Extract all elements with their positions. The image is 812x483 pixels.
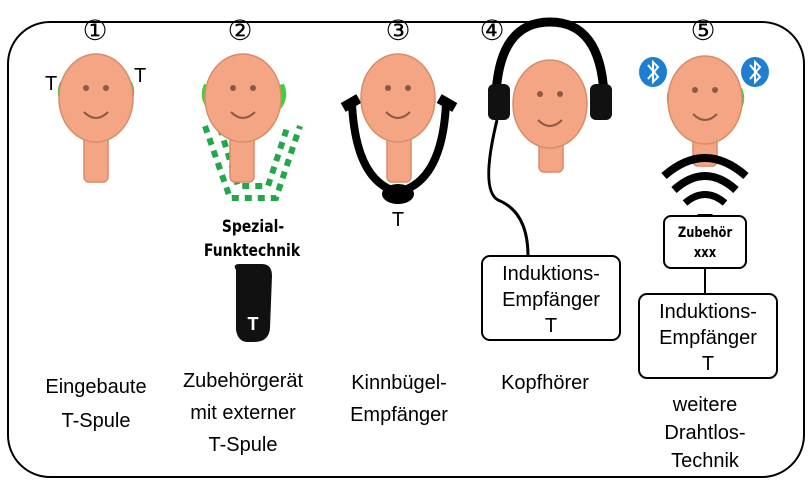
panel-4: ④ Induktions- Empfänger T [479,14,620,340]
panel-1-caption-line1: Eingebaute [26,374,166,400]
panel-3-head [361,54,435,142]
panel-3-caption-line2: Empfänger [340,402,458,428]
panel-3: ③ T [341,14,458,231]
panel-2-label-line2: Funktechnik [186,238,317,264]
panel-3-t-label: T [392,209,404,231]
panel-5-head [668,56,742,144]
panel-1-right-t-label: T [134,65,146,87]
panel-4-caption-line1: Kopfhörer [480,370,610,396]
panel-4-right-earcup [590,84,612,120]
panel-4-box-line1: Induktions- [502,263,600,285]
panel-2-number: ② [227,14,252,47]
panel-5-accessory-line2: xxx [668,244,742,262]
panel-2-caption-line2: mit externer [170,400,316,426]
panel-5-caption-line3: Technik [640,448,770,474]
panel-4-number: ④ [479,14,504,47]
panel-5: ⑤ Induktions- Empfänger T [639,14,777,378]
panel-5-wireless-icon [664,158,746,222]
panel-3-number: ③ [385,14,410,47]
panel-5-box-line1: Induktions- [659,301,757,323]
panel-1: ① T T [45,14,146,182]
panel-2-device-t: T [248,314,259,334]
panel-4-left-earcup [488,84,510,120]
panel-2-caption-line1: Zubehörgerät [170,368,316,394]
panel-5-accessory-line1: Zubehör [668,224,742,242]
panel-1-head [59,54,133,142]
panel-1-caption-line2: T-Spule [26,408,166,434]
panel-5-left-bluetooth-icon [639,57,667,87]
panel-4-cable [489,120,528,256]
panel-4-box-line2: Empfänger [502,289,600,311]
panel-5-caption-line1: weitere [640,392,770,418]
panel-5-box-line2: Empfänger [659,327,757,349]
panel-2-label-line1: Spezial- [200,214,307,240]
panel-2-caption-line3: T-Spule [170,432,316,458]
panel-4-head [513,60,587,148]
panel-2-head [205,54,281,142]
panel-5-number: ⑤ [690,14,715,47]
panel-5-caption-line2: Drahtlos- [640,420,770,446]
panel-5-box-line3: T [702,353,714,375]
panel-1-number: ① [82,14,107,47]
panel-3-caption-line1: Kinnbügel- [340,370,458,396]
panel-3-receiver-pod [382,184,414,204]
panel-4-box-line3: T [545,315,557,337]
panel-5-right-bluetooth-icon [741,57,769,87]
panel-1-left-t-label: T [45,73,57,95]
panel-2: ② T [202,14,300,342]
